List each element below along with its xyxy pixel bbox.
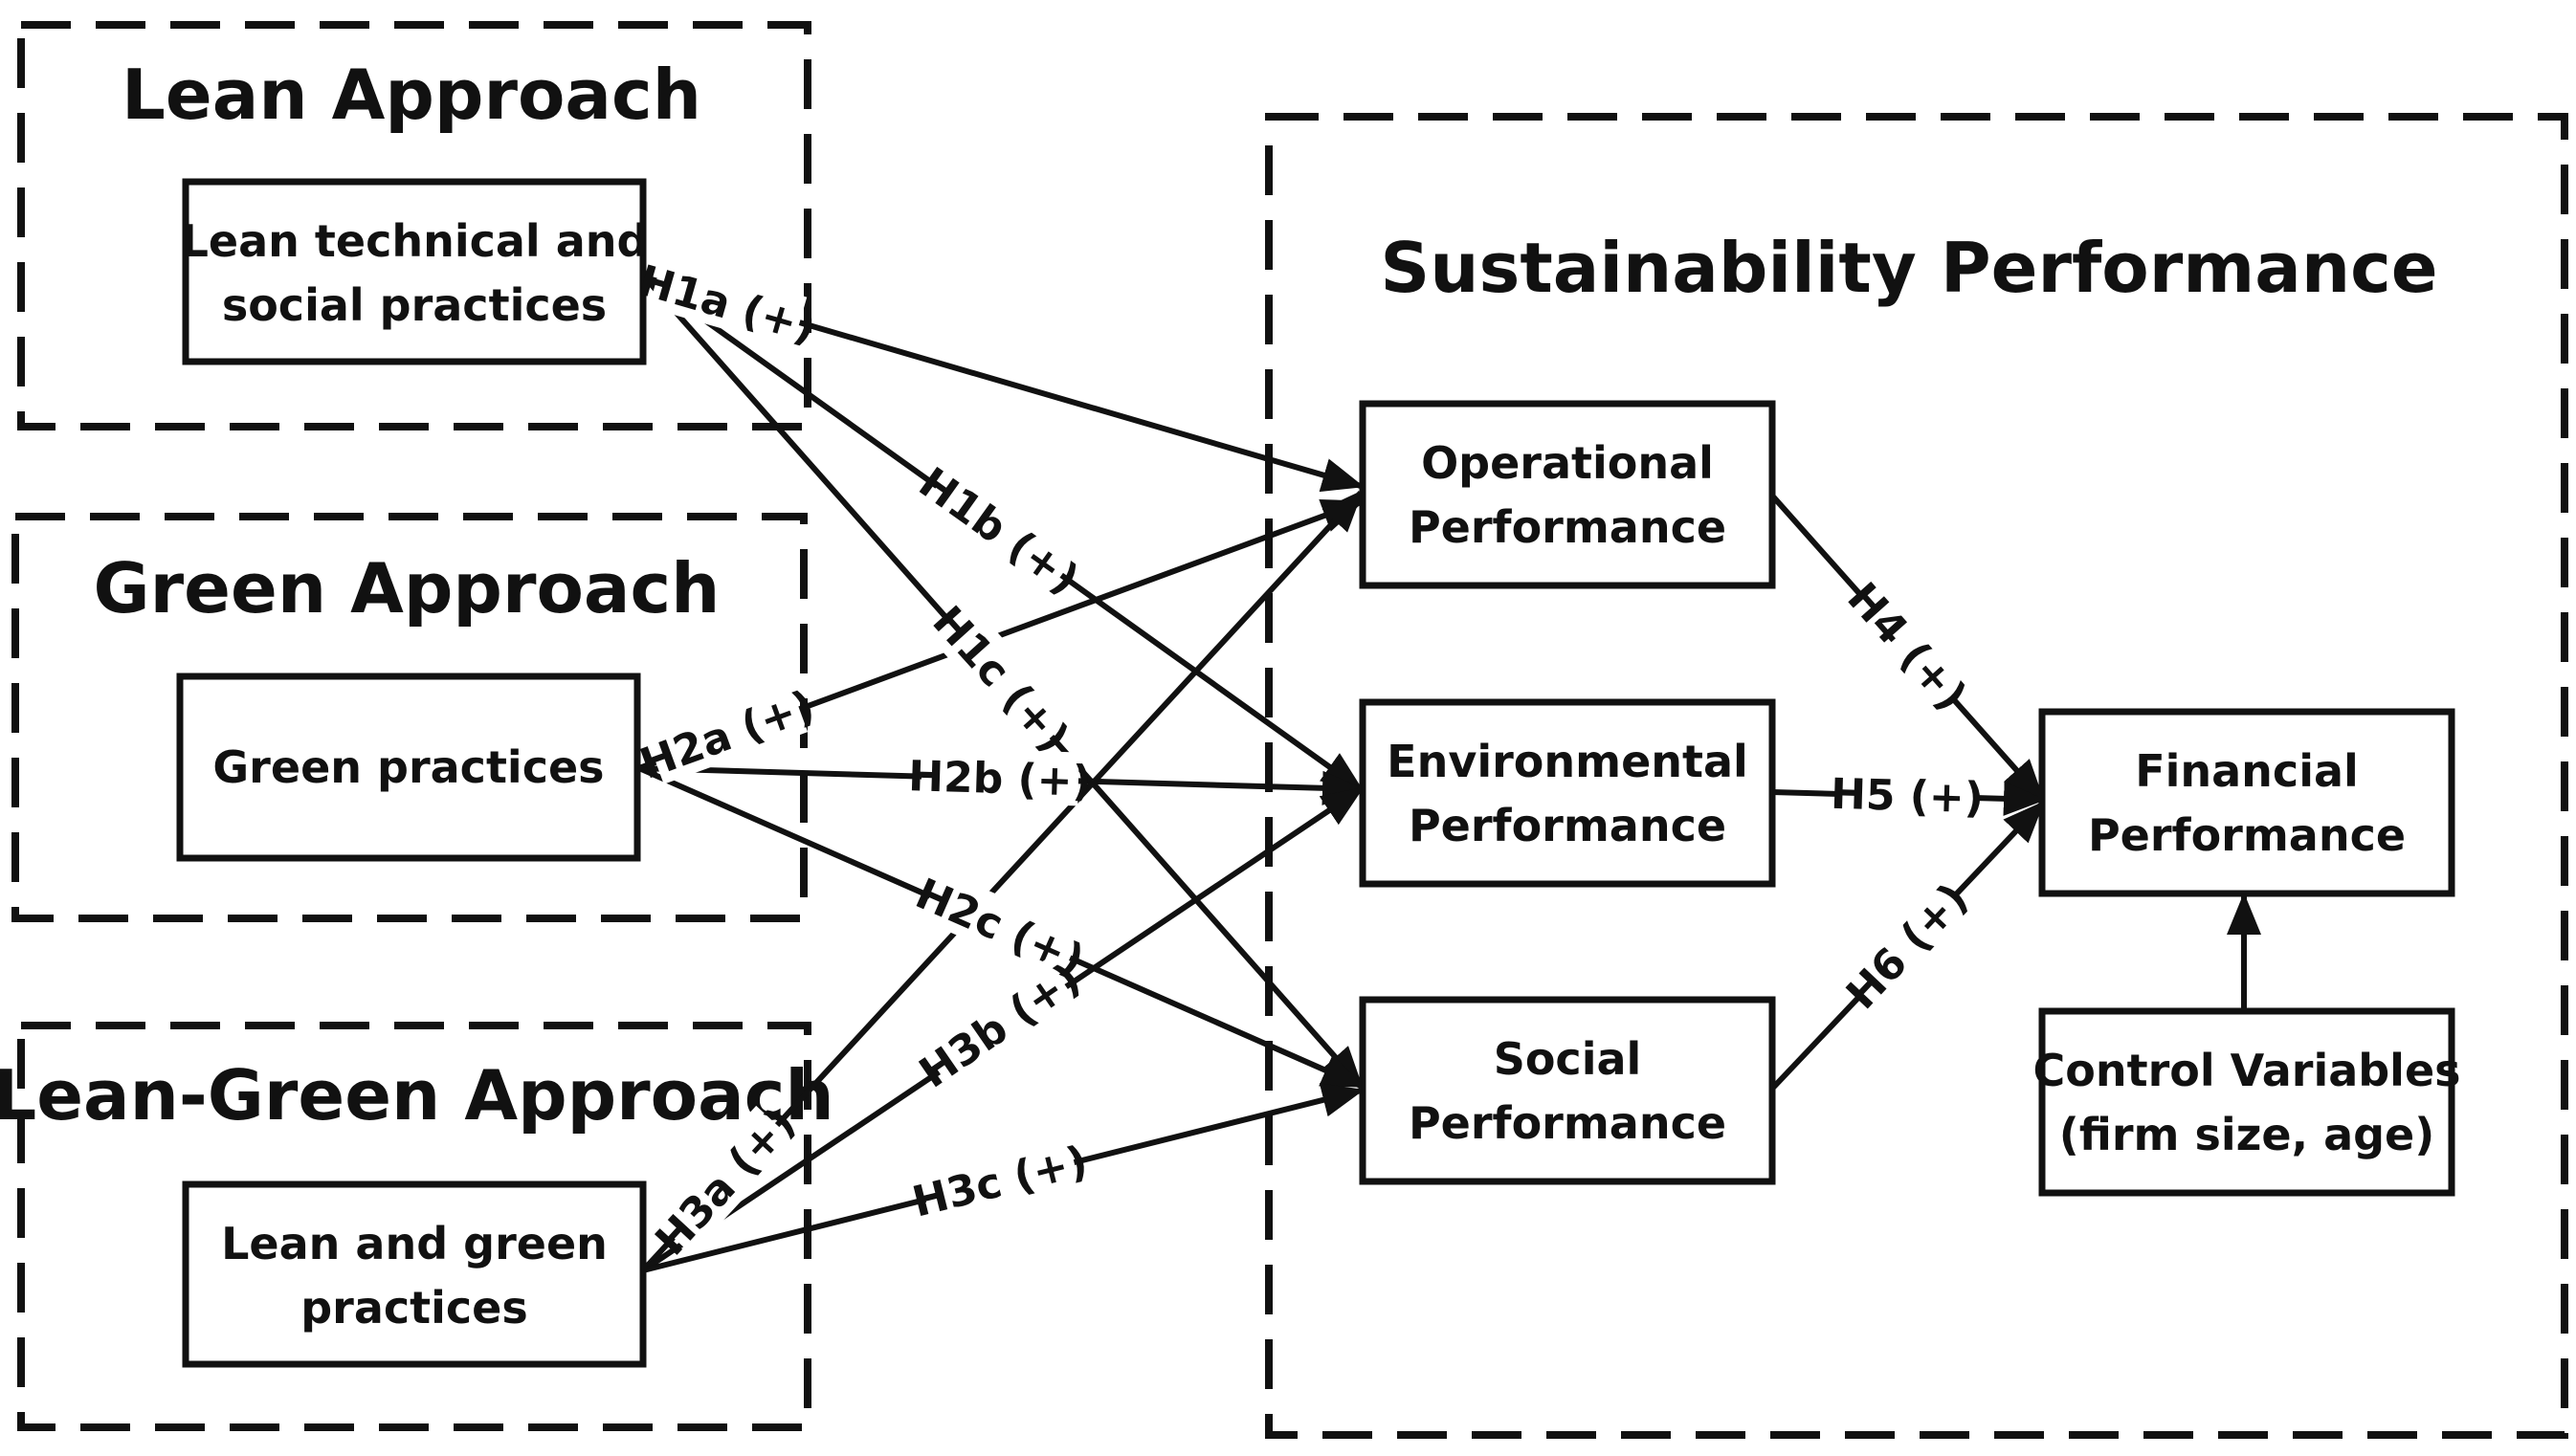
lean-approach-title: Lean Approach xyxy=(122,55,701,135)
node-social-line-2: Performance xyxy=(1409,1097,1726,1149)
label-h1c: H1c (+) xyxy=(922,597,1077,761)
node-lean-practices-line-1: Lean technical and xyxy=(181,215,649,267)
lean-green-approach-title: Lean-Green Approach xyxy=(0,1055,834,1136)
green-approach-group xyxy=(11,513,808,922)
label-h6: H6 (+) xyxy=(1837,874,1978,1019)
node-social-line-1: Social xyxy=(1494,1033,1642,1085)
label-h1b: H1b (+) xyxy=(910,458,1087,605)
green-approach-title: Green Approach xyxy=(94,548,721,629)
node-control-variables: Control Variables (firm size, age) xyxy=(2032,1007,2461,1197)
node-lean-green-practices-line-2: practices xyxy=(300,1282,528,1334)
node-operational-line-1: Operational xyxy=(1421,437,1714,489)
label-h3b: H3b (+) xyxy=(911,954,1090,1097)
node-financial-performance: Financial Performance xyxy=(2038,708,2455,897)
label-h2b: H2b (+) xyxy=(908,752,1093,806)
node-operational-line-2: Performance xyxy=(1409,501,1726,553)
node-environmental-line-2: Performance xyxy=(1409,800,1726,851)
label-h5: H5 (+) xyxy=(1830,770,1984,823)
sustainability-performance-title: Sustainability Performance xyxy=(1380,228,2437,308)
node-operational-performance: Operational Performance xyxy=(1359,400,1776,589)
node-financial-line-2: Performance xyxy=(2088,809,2406,861)
label-h3c: H3c (+) xyxy=(908,1136,1093,1226)
node-social-performance: Social Performance xyxy=(1359,996,1776,1185)
node-financial-line-1: Financial xyxy=(2135,745,2359,797)
label-h4: H4 (+) xyxy=(1837,574,1975,720)
node-lean-green-practices: Lean and green practices xyxy=(182,1180,647,1368)
node-environmental-line-1: Environmental xyxy=(1387,736,1748,787)
node-control-line-1: Control Variables xyxy=(2032,1045,2460,1096)
node-lean-green-practices-line-1: Lean and green xyxy=(221,1218,608,1269)
node-green-practices: Green practices xyxy=(176,673,641,862)
node-green-practices-line-1: Green practices xyxy=(212,741,604,793)
lean-approach-group xyxy=(17,21,811,430)
node-environmental-performance: Environmental Performance xyxy=(1359,698,1776,888)
node-control-line-2: (firm size, age) xyxy=(2059,1109,2435,1160)
node-lean-practices: Lean technical and social practices xyxy=(181,178,649,365)
node-lean-practices-line-2: social practices xyxy=(222,279,607,331)
sustainability-performance-group xyxy=(1265,113,2568,1439)
